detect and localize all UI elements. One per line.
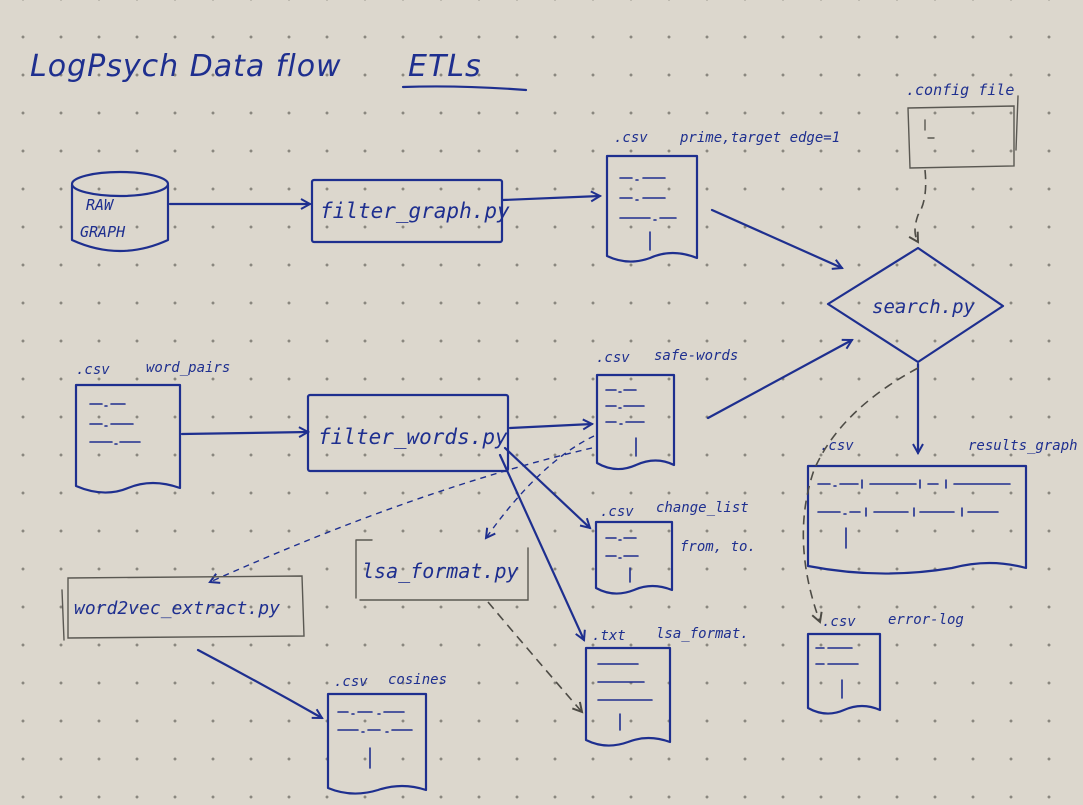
- search-decision-diamond: search.py: [826, 246, 1005, 364]
- arrow-config-to-search: [915, 169, 927, 242]
- csv-prime-target-label: prime,target edge=1: [679, 130, 840, 146]
- title-underlined-text: ETLs: [408, 49, 482, 84]
- config-file-label: .config file: [906, 81, 1014, 99]
- csv-error-log-ext: .csv: [822, 614, 856, 630]
- csv-change-list-ext: .csv: [600, 504, 634, 520]
- filter-graph-process-box: filter_graph.py: [310, 178, 510, 244]
- arrow-filter-graph-to-csv: [501, 196, 600, 200]
- arrow-word2vec-to-cosines: [196, 648, 322, 720]
- csv-cosines-document-icon: .csv cosines: [326, 672, 447, 795]
- csv-results-ext: .csv: [820, 438, 854, 454]
- csv-word-pairs-label: word_pairs: [146, 360, 230, 376]
- diagram-title: LogPsych Data flow ETLs: [30, 49, 528, 92]
- arrow-filter-words-to-safe-words: [508, 424, 592, 428]
- arrow-filter-words-to-lsa-txt: [498, 453, 584, 640]
- arrow-safe-words-to-lsa-format-py: [486, 435, 595, 538]
- csv-error-log-label: error-log: [888, 612, 964, 628]
- arrow-lsa-format-py-to-txt: [487, 601, 582, 712]
- word2vec-extract-process-box: word2vec_extract.py: [61, 575, 305, 641]
- csv-prime-target-ext: .csv: [614, 130, 648, 146]
- txt-lsa-format-ext: .txt: [592, 628, 626, 644]
- raw-graph-database-icon: RAW GRAPH: [70, 170, 170, 253]
- txt-lsa-format-document-icon: .txt lsa_format.: [584, 626, 749, 747]
- arrow-safe-words-to-word2vec: [210, 447, 593, 582]
- word2vec-extract-label: word2vec_extract.py: [74, 598, 280, 619]
- arrow-word-pairs-to-filter-words: [180, 432, 308, 434]
- csv-results-document-icon: .csv results_graph: [806, 438, 1078, 575]
- title-text: LogPsych Data flow: [30, 49, 342, 84]
- csv-safe-words-document-icon: .csv safe-words: [595, 348, 738, 471]
- csv-error-log-document-icon: .csv error-log: [806, 612, 964, 715]
- config-file-icon: .config file: [906, 81, 1019, 169]
- arrow-csv-to-search: [710, 208, 842, 268]
- search-label: search.py: [872, 296, 976, 318]
- csv-prime-target-document-icon: .csv prime,target edge=1: [605, 130, 840, 263]
- csv-word-pairs-ext: .csv: [76, 362, 110, 378]
- arrow-filter-words-to-change-list: [503, 446, 590, 528]
- csv-change-list-document-icon: .csv change_list from, to.: [594, 500, 756, 595]
- arrow-safe-words-to-search: [706, 340, 852, 420]
- csv-results-label: results_graph: [968, 438, 1078, 454]
- change-list-note: from, to.: [680, 539, 756, 555]
- csv-safe-words-ext: .csv: [596, 350, 630, 366]
- csv-cosines-label: cosines: [388, 672, 447, 688]
- filter-words-label: filter_words.py: [318, 425, 508, 449]
- filter-words-process-box: filter_words.py: [306, 393, 510, 473]
- csv-word-pairs-document-icon: .csv word_pairs: [74, 360, 230, 494]
- csv-safe-words-label: safe-words: [654, 348, 738, 364]
- lsa-format-py-label: lsa_format.py: [362, 559, 519, 583]
- raw-graph-line1: RAW: [86, 196, 115, 214]
- csv-change-list-label: change_list: [656, 500, 749, 516]
- filter-graph-label: filter_graph.py: [320, 199, 510, 223]
- title-underline: [401, 85, 528, 92]
- txt-lsa-format-label: lsa_format.: [656, 626, 749, 642]
- raw-graph-line2: GRAPH: [80, 223, 126, 241]
- lsa-format-py-process-box: lsa_format.py: [355, 539, 529, 601]
- csv-cosines-ext: .csv: [334, 674, 368, 690]
- arrow-search-to-error-log: [802, 367, 919, 622]
